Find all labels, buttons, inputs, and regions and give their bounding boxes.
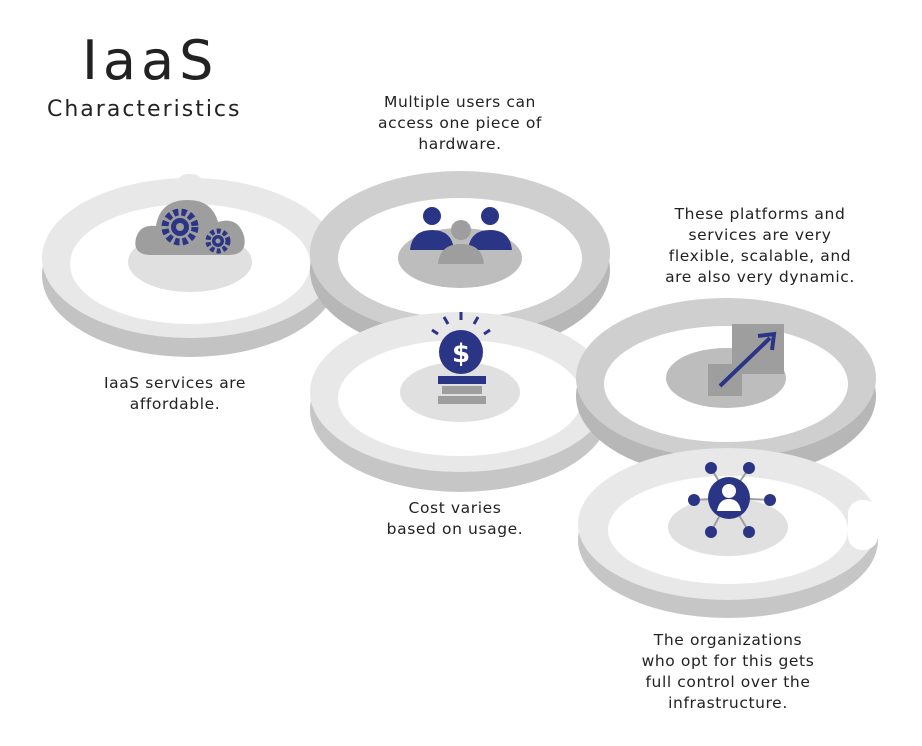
page-title: IaaS [82,29,219,92]
caption-hardware: Multiple users can access one piece of h… [350,92,570,155]
caption-line: hardware. [418,135,502,153]
caption-cost: Cost varies based on usage. [360,498,550,540]
caption-line: IaaS services are [103,374,247,392]
caption-line: based on usage. [386,520,524,538]
growth-arrow-icon [708,324,784,396]
caption-line: The organizations [653,631,803,649]
caption-control: The organizations who opt for this gets … [608,630,848,714]
ribbon-end-bottom [848,500,878,550]
caption-flexible: These platforms and services are very fl… [645,204,875,288]
caption-line: are also very dynamic. [665,268,855,286]
caption-line: Cost varies [408,499,502,517]
caption-affordable: IaaS services are affordable. [80,373,270,415]
caption-line: infrastructure. [668,694,788,712]
ribbon-end-top [176,174,204,206]
caption-line: Multiple users can [384,93,536,111]
caption-line: flexible, scalable, and [668,247,852,265]
svg-text:$: $ [452,339,470,369]
caption-line: affordable. [129,395,221,413]
caption-line: who opt for this gets [641,652,815,670]
caption-line: services are very [688,226,832,244]
page-subtitle: Characteristics [47,97,242,122]
disc-5 [668,498,788,556]
caption-line: full control over the [645,673,811,691]
caption-line: These platforms and [674,205,846,223]
cloud-gears-icon [135,200,245,255]
caption-line: access one piece of [378,114,542,132]
users-icon [410,207,512,264]
dollar-coin-icon: $ [431,312,491,404]
network-user-icon [688,462,776,538]
